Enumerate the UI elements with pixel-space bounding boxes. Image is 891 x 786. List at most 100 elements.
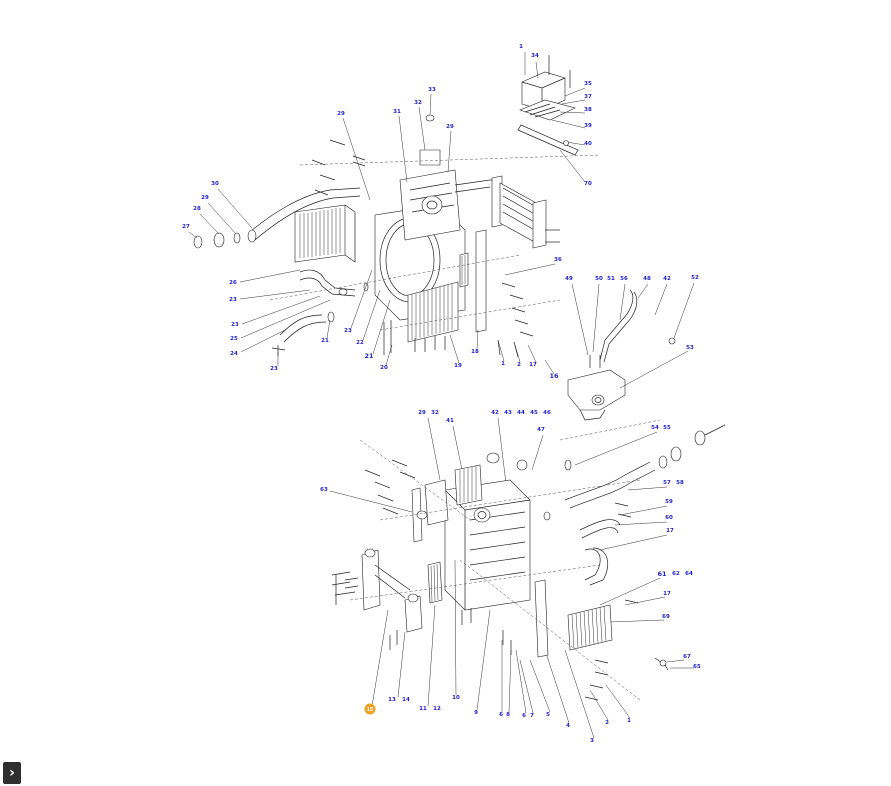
callout-44[interactable]: 44 xyxy=(517,410,525,416)
callout-20[interactable]: 20 xyxy=(380,365,388,371)
upper-left-radiator xyxy=(294,204,356,263)
callout-57[interactable]: 57 xyxy=(663,480,671,486)
callout-54[interactable]: 54 xyxy=(651,425,659,431)
callout-9[interactable]: 9 xyxy=(474,710,478,716)
upper-leaders xyxy=(239,269,555,375)
callout-30[interactable]: 30 xyxy=(211,181,219,187)
callout-47[interactable]: 47 xyxy=(537,427,545,433)
callout-63[interactable]: 63 xyxy=(320,487,328,493)
callout-60[interactable]: 60 xyxy=(665,515,673,521)
lower-hoses xyxy=(329,417,726,623)
callout-23[interactable]: 23 xyxy=(231,322,239,328)
callout-11[interactable]: 11 xyxy=(419,706,427,712)
callout-27[interactable]: 27 xyxy=(182,224,190,230)
callout-7[interactable]: 7 xyxy=(530,713,534,719)
callout-17[interactable]: 17 xyxy=(529,362,537,368)
chevron-right-icon: › xyxy=(9,765,15,781)
callout-5[interactable]: 5 xyxy=(546,712,550,718)
callout-67[interactable]: 67 xyxy=(683,654,691,660)
callout-labels: 1343537383940703332312929302928272623232… xyxy=(182,44,701,744)
highlighted-callout-15[interactable]: 15 xyxy=(364,703,376,715)
callout-51[interactable]: 51 xyxy=(607,276,615,282)
callout-18[interactable]: 18 xyxy=(471,349,479,355)
callout-50[interactable]: 50 xyxy=(595,276,603,282)
callout-24[interactable]: 24 xyxy=(230,351,238,357)
callout-38[interactable]: 38 xyxy=(584,107,592,113)
callout-25[interactable]: 25 xyxy=(230,336,238,342)
callout-58[interactable]: 58 xyxy=(676,480,684,486)
callout-10[interactable]: 10 xyxy=(452,695,460,701)
callout-52[interactable]: 52 xyxy=(691,275,699,281)
callout-33[interactable]: 33 xyxy=(428,87,436,93)
lower-assembly xyxy=(329,417,726,739)
callout-32[interactable]: 32 xyxy=(431,410,439,416)
callout-42[interactable]: 42 xyxy=(663,276,671,282)
callout-40[interactable]: 40 xyxy=(584,141,592,147)
callout-6[interactable]: 6 xyxy=(522,713,526,719)
callout-16[interactable]: 16 xyxy=(549,372,559,380)
callout-46[interactable]: 46 xyxy=(543,410,551,416)
callout-43[interactable]: 43 xyxy=(504,410,512,416)
callout-29[interactable]: 29 xyxy=(337,111,345,117)
expand-panel-button[interactable]: › xyxy=(3,762,21,784)
lower-bolts xyxy=(344,459,639,701)
callout-62[interactable]: 62 xyxy=(672,571,680,577)
callout-23[interactable]: 23 xyxy=(270,366,278,372)
callout-13[interactable]: 13 xyxy=(388,697,396,703)
callout-29[interactable]: 29 xyxy=(201,195,209,201)
callout-65[interactable]: 65 xyxy=(693,664,701,670)
callout-4[interactable]: 4 xyxy=(566,723,570,729)
callout-17[interactable]: 17 xyxy=(666,528,674,534)
callout-23[interactable]: 23 xyxy=(344,328,352,334)
callout-28[interactable]: 28 xyxy=(193,206,201,212)
callout-14[interactable]: 14 xyxy=(402,697,410,703)
callout-21[interactable]: 21 xyxy=(321,338,329,344)
callout-55[interactable]: 55 xyxy=(663,425,671,431)
callout-2[interactable]: 2 xyxy=(605,720,609,726)
upper-centerlines xyxy=(269,154,601,331)
upper-assembly xyxy=(188,52,601,375)
callout-48[interactable]: 48 xyxy=(643,276,651,282)
callout-45[interactable]: 45 xyxy=(530,410,538,416)
callout-39[interactable]: 39 xyxy=(584,123,592,129)
callout-3[interactable]: 3 xyxy=(590,738,594,744)
callout-2[interactable]: 2 xyxy=(517,362,521,368)
upper-central-radiator xyxy=(342,93,469,343)
callout-1[interactable]: 1 xyxy=(519,44,523,50)
callout-21[interactable]: 21 xyxy=(364,352,374,360)
callout-17[interactable]: 17 xyxy=(663,591,671,597)
callout-42[interactable]: 42 xyxy=(491,410,499,416)
callout-53[interactable]: 53 xyxy=(686,345,694,351)
callout-29[interactable]: 29 xyxy=(446,124,454,130)
callout-41[interactable]: 41 xyxy=(446,418,454,424)
highlighted-callout-label[interactable]: 15 xyxy=(367,707,374,713)
callout-36[interactable]: 36 xyxy=(554,257,562,263)
callout-61[interactable]: 61 xyxy=(657,570,667,578)
callout-56[interactable]: 56 xyxy=(620,276,628,282)
callout-31[interactable]: 31 xyxy=(393,109,401,115)
callout-69[interactable]: 69 xyxy=(662,614,670,620)
expansion-tank-upper xyxy=(517,52,586,183)
lower-centerlines xyxy=(349,419,661,701)
callout-32[interactable]: 32 xyxy=(414,100,422,106)
expansion-tank-middle xyxy=(567,282,695,421)
callout-12[interactable]: 12 xyxy=(433,706,441,712)
callout-6[interactable]: 6 xyxy=(499,712,503,718)
lower-left-parts xyxy=(331,548,631,739)
callout-1[interactable]: 1 xyxy=(627,718,631,724)
callout-37[interactable]: 37 xyxy=(584,94,592,100)
callout-49[interactable]: 49 xyxy=(565,276,573,282)
callout-64[interactable]: 64 xyxy=(685,571,693,577)
callout-8[interactable]: 8 xyxy=(506,712,510,718)
callout-19[interactable]: 19 xyxy=(454,363,462,369)
callout-29[interactable]: 29 xyxy=(418,410,426,416)
callout-34[interactable]: 34 xyxy=(531,53,539,59)
callout-70[interactable]: 70 xyxy=(584,181,592,187)
callout-35[interactable]: 35 xyxy=(584,81,592,87)
callout-26[interactable]: 26 xyxy=(229,280,237,286)
callout-22[interactable]: 22 xyxy=(356,340,364,346)
callout-1[interactable]: 1 xyxy=(501,361,505,367)
callout-23[interactable]: 23 xyxy=(229,297,237,303)
callout-59[interactable]: 59 xyxy=(665,499,673,505)
lower-right-radiator xyxy=(534,579,694,671)
